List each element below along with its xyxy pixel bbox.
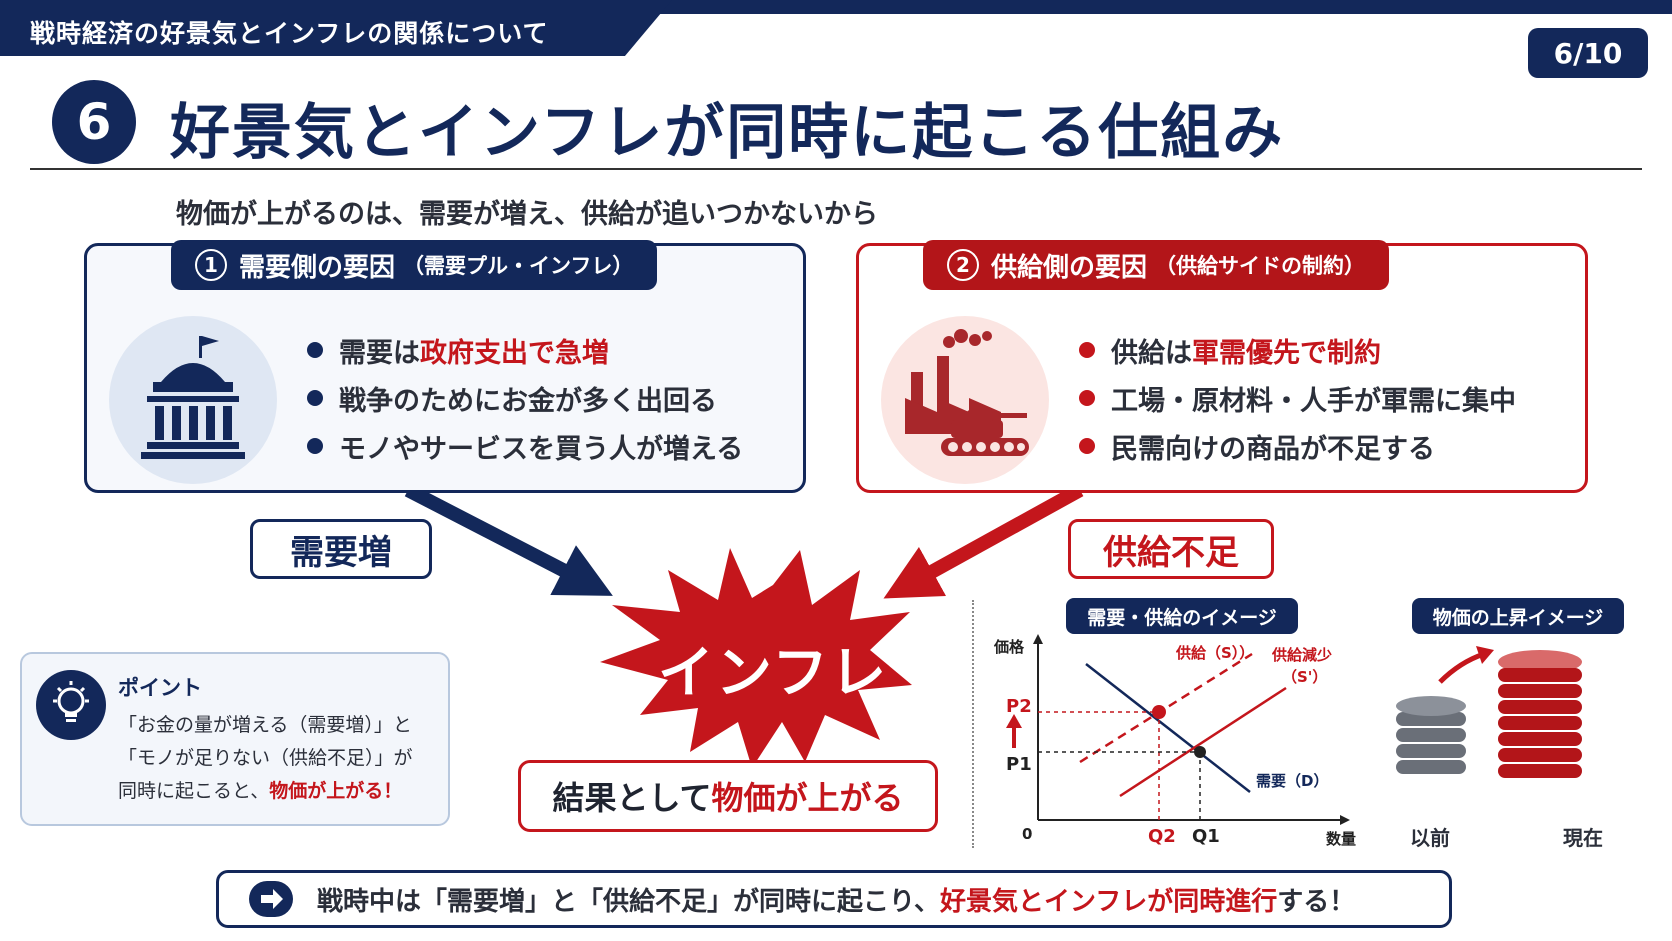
bullet-text: 需要は [339,337,420,369]
q1-label: Q1 [1192,826,1220,847]
bullet-dot [1079,438,1095,454]
title-divider [30,168,1642,170]
supply-factor-panel: 2 供給側の要因 （供給サイドの制約） [856,240,1588,493]
demand-factor-panel: 1 需要側の要因 （需要プル・インフレ） 需要は政府支出で急増 戦争 [84,240,806,493]
demand-panel-title-text: 需要側の要因 [239,252,396,283]
supply-curve [1119,686,1287,798]
demand-curve [1085,663,1251,793]
summary-text-end: する！ [1277,886,1356,917]
point-line-2: 「モノが足りない（供給不足）」が [118,747,413,769]
bullet-dot [1079,342,1095,358]
page-subtitle: 物価が上がるのは、需要が増え、供給が追いつかないから [176,199,878,230]
supply-shift-label-2: （S'） [1282,668,1327,686]
summary-bar: 戦時中は「需要増」と「供給不足」が同時に起こり、好景気とインフレが同時進行する！ [216,870,1452,928]
page-number: 6/10 [1528,28,1648,78]
supply-panel-title: 2 供給側の要因 （供給サイドの制約） [923,240,1390,290]
government-building-icon [109,316,277,484]
list-item: 工場・原材料・人手が軍需に集中 [1079,374,1516,422]
p2-label: P2 [1006,696,1032,717]
summary-text: 戦時中は「需要増」と「供給不足」が同時に起こり、 [317,886,940,917]
supply-bullets: 供給は軍需優先で制約 工場・原材料・人手が軍需に集中 民需向けの商品が不足する [1079,326,1516,470]
result-box: 結果として物価が上がる [518,760,938,832]
p1-label: P1 [1006,754,1032,775]
demand-increase-label: 需要増 [250,519,432,579]
factory-tank-icon [881,316,1049,484]
demand-panel-title: 1 需要側の要因 （需要プル・インフレ） [171,240,658,290]
y-axis-label: 価格 [993,638,1025,656]
inflation-label: インフレ [657,641,889,706]
coin-stacks-icon [1396,646,1582,778]
list-item: モノやサービスを買う人が増える [307,422,743,470]
bullet-text: 民需向けの商品が不足する [1111,433,1435,465]
bullet-dot [1079,390,1095,406]
supply-s-label: 供給（S）） [1175,644,1254,662]
supply-demand-chart: 価格 P2 P1 0 Q2 Q1 数量 供給（S）） 供給減少 （S'） 需要（… [993,634,1356,848]
bullet-dot [307,342,323,358]
demand-bullets: 需要は政府支出で急増 戦争のためにお金が多く出回る モノやサービスを買う人が増え… [307,326,743,470]
supply-demand-chart-title: 需要・供給のイメージ [1066,598,1298,634]
result-highlight: 物価が上がる [711,779,904,817]
summary-highlight: 好景気とインフレが同時進行 [939,886,1278,917]
point-box: ポイント 「お金の量が増える（需要増）」と 「モノが足りない（供給不足）」が 同… [20,652,450,826]
point-line-3-highlight: 物価が上がる！ [269,780,403,802]
supply-panel-title-text: 供給側の要因 [991,252,1148,283]
bullet-text: 戦争のためにお金が多く出回る [339,385,717,417]
supply-panel-number: 2 [947,249,979,281]
old-equilibrium-point [1194,746,1206,758]
list-item: 戦争のためにお金が多く出回る [307,374,743,422]
point-line-1: 「お金の量が増える（需要増）」と [118,714,412,736]
supply-shortage-label: 供給不足 [1068,519,1274,579]
bullet-dot [307,390,323,406]
bullet-text: 供給は [1111,337,1192,369]
now-label: 現在 [1563,826,1603,850]
point-title: ポイント [118,676,202,700]
result-text: 結果として [552,779,712,817]
x-axis-label: 数量 [1326,830,1356,848]
bullet-text: モノやサービスを買う人が増える [339,433,744,465]
page-title: 好景気とインフレが同時に起こる仕組み [170,98,1285,168]
supply-panel-title-sub: （供給サイドの制約） [1155,254,1366,278]
point-line-3: 同時に起こると、物価が上がる！ [118,776,402,803]
supply-arrow [883,483,1084,599]
point-line-3-text: 同時に起こると、 [118,780,270,802]
demand-panel-title-sub: （需要プル・インフレ） [403,254,634,278]
supply-shift-label-1: 供給減少 [1271,646,1332,664]
demand-arrow [404,483,613,596]
demand-panel-number: 1 [195,249,227,281]
before-label: 以前 [1410,826,1450,850]
lightbulb-icon [36,670,106,740]
section-number: 6 [52,80,136,164]
bullet-highlight: 政府支出で急増 [420,337,609,369]
chart-divider [972,600,974,848]
new-equilibrium-point [1152,705,1166,719]
bullet-dot [307,438,323,454]
list-item: 民需向けの商品が不足する [1079,422,1516,470]
supply-curve-shifted [1079,652,1253,764]
bullet-highlight: 軍需優先で制約 [1192,337,1381,369]
q2-label: Q2 [1148,826,1176,847]
list-item: 供給は軍需優先で制約 [1079,326,1516,374]
list-item: 需要は政府支出で急増 [307,326,743,374]
header-title: 戦時経済の好景気とインフレの関係について [30,19,549,48]
header-band [0,0,672,56]
demand-label: 需要（D） [1256,772,1328,790]
bullet-text: 工場・原材料・人手が軍需に集中 [1111,385,1516,417]
arrow-right-icon [249,881,293,917]
price-rise-image-title: 物価の上昇イメージ [1412,598,1624,634]
coin-stack-now [1498,650,1582,778]
origin-label: 0 [1022,825,1032,843]
coin-stack-before [1396,696,1466,774]
rise-arrow [1438,651,1485,684]
